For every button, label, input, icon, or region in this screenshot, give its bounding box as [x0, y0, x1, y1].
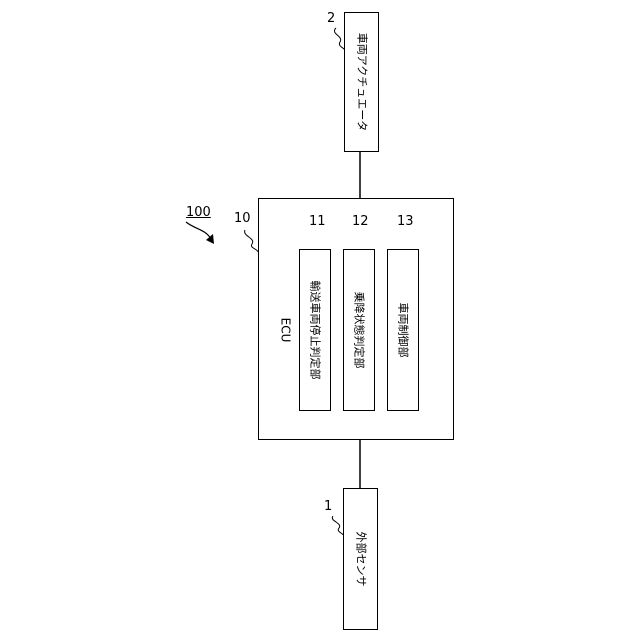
- system-number: 100: [186, 206, 211, 219]
- unit-11-box: 輸送車両停止判定部: [299, 249, 331, 411]
- unit-11-number: 11: [309, 215, 326, 228]
- system-arrow-line: [186, 222, 212, 240]
- sensor-box: 外部センサ: [343, 488, 378, 630]
- leader-line-10: [245, 230, 258, 252]
- sensor-label: 外部センサ: [355, 532, 366, 587]
- unit-12-label: 乗降状態判定部: [354, 292, 365, 369]
- sensor-number: 1: [324, 500, 332, 513]
- unit-11-label: 輸送車両停止判定部: [310, 281, 321, 380]
- actuator-box: 車両アクチュエータ: [344, 12, 379, 152]
- unit-13-box: 車両制御部: [387, 249, 419, 411]
- actuator-label: 車両アクチュエータ: [356, 33, 367, 131]
- leader-line-1: [332, 516, 343, 535]
- ecu-box: ECU 11 輸送車両停止判定部 12 乗降状態判定部 13 車両制御部: [258, 198, 454, 440]
- unit-12-number: 12: [352, 215, 369, 228]
- unit-13-number: 13: [397, 215, 414, 228]
- ecu-number: 10: [234, 212, 251, 225]
- ecu-label: ECU: [278, 318, 292, 343]
- unit-12-box: 乗降状態判定部: [343, 249, 375, 411]
- unit-13-label: 車両制御部: [398, 303, 409, 358]
- system-arrow-head: [206, 234, 214, 244]
- actuator-number: 2: [327, 12, 335, 25]
